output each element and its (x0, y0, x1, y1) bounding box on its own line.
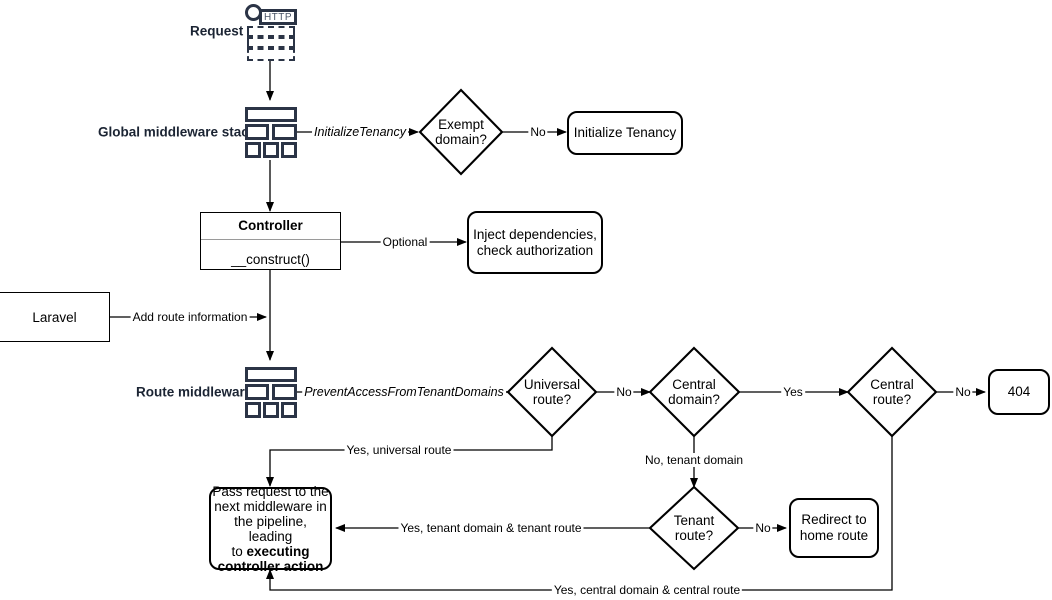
decision-universal-route-line2: route? (532, 392, 572, 407)
node-pass-request-line4: to executing (231, 544, 309, 559)
decision-exempt-domain-line1: Exempt (438, 117, 484, 132)
stack-box-mid-left (245, 124, 269, 140)
http-request-row-2 (247, 37, 295, 48)
node-laravel[interactable]: Laravel (0, 292, 110, 342)
node-redirect-home-line1: Redirect to (801, 512, 867, 527)
node-controller-title: Controller (201, 213, 340, 240)
node-inject-dependencies-line2: check authorization (476, 242, 594, 258)
node-404[interactable]: 404 (988, 369, 1050, 415)
node-controller-method: __construct() (231, 252, 310, 267)
node-inject-dependencies-line1: Inject dependencies, (473, 226, 597, 242)
decision-central-domain-line1: Central (672, 377, 716, 392)
node-controller[interactable]: Controller __construct() (200, 212, 341, 270)
edge-label-no-tenant-domain: No, tenant domain (642, 453, 746, 467)
node-pass-request-line1: Pass request to the (212, 483, 329, 499)
node-laravel-label: Laravel (32, 309, 77, 325)
node-pass-request-line4-plain: to (231, 543, 247, 559)
decision-central-route-line2: route? (872, 392, 912, 407)
edge-label-yes-universal-route: Yes, universal route (344, 443, 454, 457)
edge-label-add-route-information: Add route information (130, 310, 250, 324)
decision-tenant-route-line1: Tenant (673, 513, 715, 528)
stack-box-bottom-3 (281, 402, 297, 418)
stack-box-bottom-3 (281, 142, 297, 158)
stack-box-bottom-1 (245, 402, 261, 418)
edge-label-yes-central-domain-central-route: Yes, central domain & central route (551, 583, 743, 597)
middleware-stack-icon-global (245, 107, 297, 158)
edge-label-initialize-tenancy: InitializeTenancy (312, 125, 408, 139)
stack-box-top (245, 367, 297, 382)
node-inject-dependencies[interactable]: Inject dependencies, check authorization (467, 211, 603, 274)
decision-universal-route-label: Universal route? (524, 377, 580, 407)
node-initialize-tenancy-label: Initialize Tenancy (573, 125, 677, 140)
edge-label-yes-tenant-domain-tenant-route: Yes, tenant domain & tenant route (398, 521, 584, 535)
middleware-stack-icon-route (245, 367, 297, 418)
http-request-label: HTTP (259, 9, 297, 25)
edge-label-prevent-access: PreventAccessFromTenantDomains (302, 385, 506, 399)
node-initialize-tenancy[interactable]: Initialize Tenancy (567, 111, 683, 155)
node-pass-request-line2: next middleware in (214, 498, 327, 514)
stack-box-top (245, 107, 297, 122)
lane-label-global-middleware: Global middleware stack (98, 124, 257, 140)
node-redirect-home[interactable]: Redirect to home route (789, 498, 879, 558)
stack-box-bottom-2 (263, 402, 279, 418)
node-pass-request-line5: controller action (217, 558, 324, 574)
node-pass-request-line3: the pipeline, leading (234, 513, 307, 544)
node-pass-request-line4-bold: executing (246, 543, 310, 559)
stack-box-bottom-1 (245, 142, 261, 158)
edge-label-central-route-no: No (953, 385, 973, 399)
http-request-icon: HTTP (245, 4, 297, 61)
edge-label-tenant-route-no: No (753, 521, 773, 535)
lane-label-request: Request (190, 23, 244, 39)
lane-label-route-middleware: Route middleware (136, 384, 253, 400)
http-request-row-1 (247, 26, 295, 37)
decision-exempt-domain-label: Exempt domain? (435, 117, 487, 147)
node-redirect-home-line2: home route (799, 528, 869, 543)
edge-label-universal-no: No (614, 385, 634, 399)
decision-tenant-route-line2: route? (674, 528, 714, 543)
edge-label-central-domain-yes: Yes (781, 385, 805, 399)
decision-central-domain-label: Central domain? (668, 377, 720, 407)
stack-box-mid-left (245, 384, 269, 400)
decision-central-domain-line2: domain? (668, 392, 720, 407)
node-404-label: 404 (1007, 384, 1031, 399)
stack-box-bottom-2 (263, 142, 279, 158)
decision-central-route-line1: Central (870, 377, 914, 392)
edge-label-optional: Optional (380, 235, 430, 249)
decision-universal-route-line1: Universal (523, 377, 581, 392)
decision-tenant-route-label: Tenant route? (674, 513, 715, 543)
edge-label-exempt-no: No (528, 125, 548, 139)
stack-box-mid-right (272, 384, 297, 400)
stack-box-mid-right (272, 124, 297, 140)
decision-central-route-label: Central route? (870, 377, 914, 407)
http-request-row-3 (247, 48, 295, 61)
node-pass-request[interactable]: Pass request to the next middleware in t… (209, 483, 332, 574)
decision-exempt-domain-line2: domain? (435, 132, 487, 147)
